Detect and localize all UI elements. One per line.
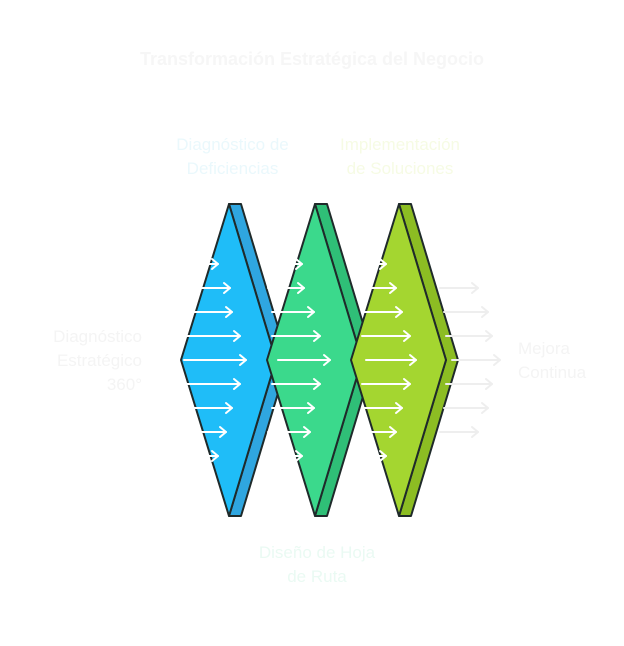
stage-label-diseno: Diseño de Hoja de Ruta xyxy=(258,543,376,586)
stage-label-implementacion: Implementación de Soluciones xyxy=(339,135,460,178)
flow-arrow xyxy=(155,498,205,510)
flow-arrow xyxy=(359,450,387,462)
flow-arrows xyxy=(155,210,501,510)
flow-arrow xyxy=(165,426,227,438)
flow-arrow xyxy=(155,258,219,270)
input-label: Diagnóstico Estratégico 360° xyxy=(53,327,142,394)
flow-arrow xyxy=(361,306,403,318)
flow-arrow xyxy=(277,354,331,366)
flow-arrow xyxy=(183,354,247,366)
flow-arrow xyxy=(267,426,311,438)
stage-label-diagnostico: Diagnóstico de Deficiencias xyxy=(176,135,289,178)
flow-arrow xyxy=(359,426,397,438)
flow-arrow xyxy=(271,378,321,390)
diagram-title: Transformación Estratégica del Negocio xyxy=(139,49,485,69)
flow-arrow xyxy=(161,402,233,414)
flow-arrow xyxy=(445,330,493,342)
flow-arrow xyxy=(155,450,219,462)
flow-arrow xyxy=(267,282,305,294)
flow-arrow xyxy=(359,282,397,294)
flow-arrow xyxy=(267,234,297,246)
flow-arrow xyxy=(265,258,303,270)
flow-arrow xyxy=(439,426,479,438)
flow-arrow xyxy=(271,306,315,318)
flow-arrow xyxy=(361,402,403,414)
flow-arrow xyxy=(443,306,489,318)
flow-arrow xyxy=(267,474,297,486)
flow-arrow xyxy=(271,402,315,414)
flow-arrow xyxy=(161,378,241,390)
flow-arrow xyxy=(167,234,215,246)
flow-arrow xyxy=(451,354,501,366)
output-label: Mejora Continua xyxy=(518,339,587,382)
flow-arrow xyxy=(361,330,411,342)
flow-arrow xyxy=(439,282,479,294)
flow-arrow xyxy=(265,450,303,462)
flow-arrow xyxy=(361,378,411,390)
flow-arrow xyxy=(161,306,233,318)
flow-arrow xyxy=(165,282,231,294)
flow-arrow xyxy=(167,474,215,486)
flow-arrow xyxy=(359,258,387,270)
flow-arrow xyxy=(365,354,417,366)
flow-arrow xyxy=(445,378,493,390)
flow-arrow xyxy=(161,330,241,342)
flow-arrow xyxy=(155,210,205,222)
flow-arrow xyxy=(443,402,489,414)
flow-arrow xyxy=(271,330,321,342)
